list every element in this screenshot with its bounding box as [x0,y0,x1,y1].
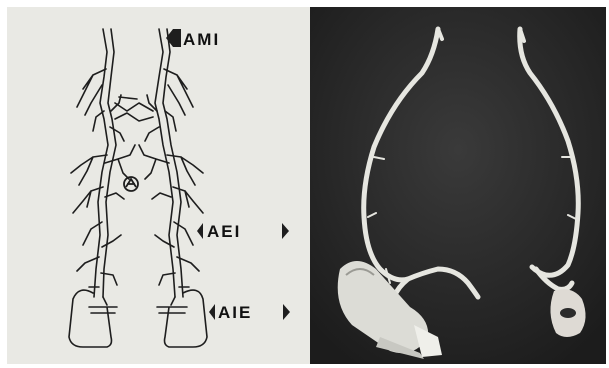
label-aie: AIE [218,304,252,321]
label-ami: AMI [183,31,220,48]
left-vessel-branches [71,69,135,287]
aei-arrow-icon [197,223,203,239]
vessel-cast-image [310,7,606,364]
aei-arrow-right-icon [282,223,289,239]
vessel-cast-photo [310,7,606,364]
left-lower-loop [69,290,117,347]
aie-arrow-icon [209,304,215,320]
right-lower-loop [157,290,207,347]
label-aei: AEI [207,223,241,240]
crossed-circle-icon [124,177,138,191]
aie-arrow-right-icon [283,304,290,320]
schematic-drawing-panel: AMI AEI AIE [7,7,310,364]
schematic-drawing [7,7,310,364]
central-anastomosis [115,97,153,121]
